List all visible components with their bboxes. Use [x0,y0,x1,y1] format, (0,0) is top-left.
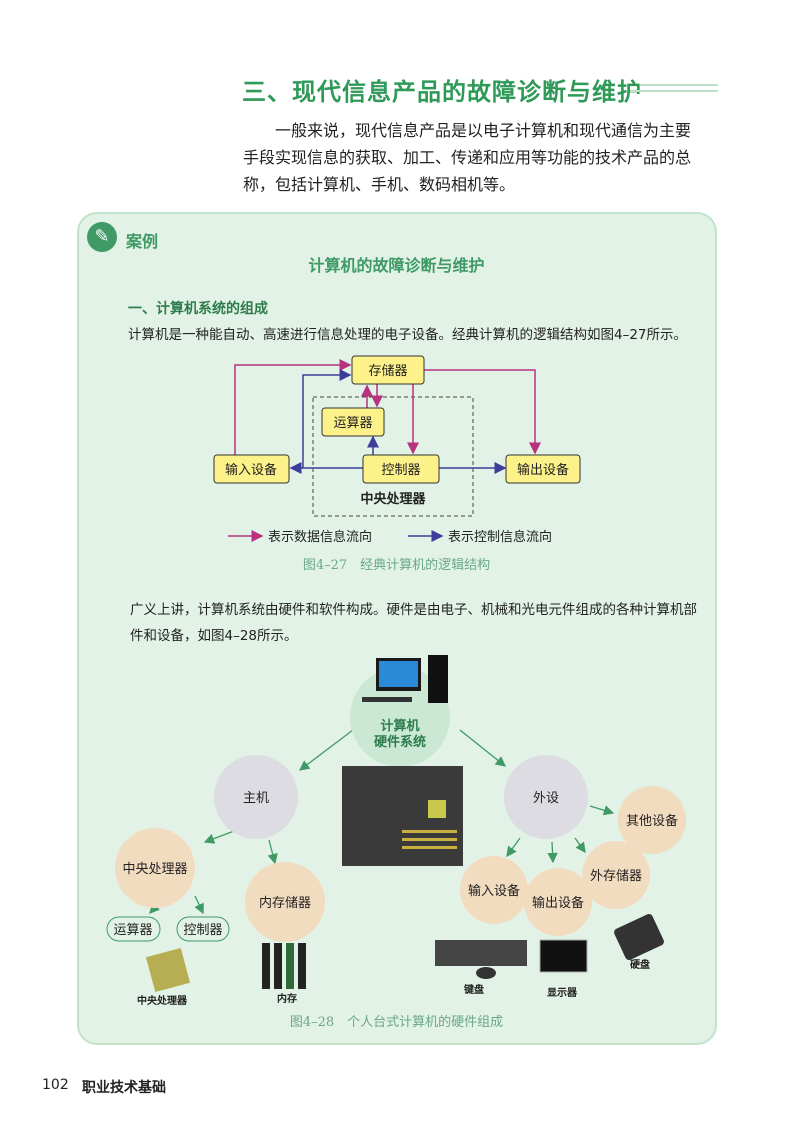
external-storage-circle [582,841,650,909]
subsection-heading: 一、计算机系统的组成 [128,301,268,317]
ram-image [262,943,306,989]
memory-box [351,355,425,385]
title-decoration [630,90,718,92]
output-node-label: 输出设备 [532,895,584,911]
legend-control-label: 表示控制信息流向 [448,529,552,545]
root-label: 计算机 [380,718,419,734]
intro-line: 手段实现信息的获取、加工、传递和应用等功能的技术产品的总 [243,148,692,167]
figure-4-27: 存储器 运算器 控制器 输入设备 输出设备 中央处理器 表示数据信息流向 表示控… [213,355,581,545]
controller-label: 控制器 [381,463,420,478]
alu-pill [106,916,161,942]
ext-storage-node-label: 外存储器 [590,869,642,884]
title-decoration [640,84,718,86]
figure-4-28: 计算机 硬件系统 主机 外设 中央处理器 内存储器 运算器 控制器 输入设备 输… [106,655,686,1007]
case-title: 计算机的故障诊断与维护 [308,256,485,275]
mouse-image [476,967,496,979]
case-label: 案例 [126,232,159,251]
alu-label: 运算器 [333,416,372,431]
cpu-label: 中央处理器 [360,491,426,507]
cpu-image-label: 中央处理器 [137,994,188,1007]
legend-data-label: 表示数据信息流向 [268,529,372,545]
paragraph-line: 件和设备，如图4–28所示。 [130,628,298,644]
paragraph: 计算机是一种能自动、高速进行信息处理的电子设备。经典计算机的逻辑结构如图4–27… [128,327,688,343]
monitor-image [539,939,588,973]
input-label: 输入设备 [225,462,277,478]
input-node-label: 输入设备 [468,883,520,899]
book-title: 职业技术基础 [82,1080,166,1096]
peripheral-circle [504,755,588,839]
data-arrow [234,359,352,455]
keyboard-image [435,940,527,966]
cpu-circle [115,828,195,908]
figure-caption: 图4–27 经典计算机的逻辑结构 [302,558,491,573]
internal-memory-circle [245,862,325,942]
paragraph: 广义上讲，计算机系统由硬件和软件构成。硬件是由电子、机械和光电元件组成的各种计算… [130,597,710,649]
other-node-label: 其他设备 [626,813,678,829]
intro-line: 称，包括计算机、手机、数码相机等。 [243,175,516,194]
host-circle [214,755,298,839]
section-title: 三、现代信息产品的故障诊断与维护 [242,78,642,106]
input-device-circle [460,856,528,924]
intro-line: 一般来说，现代信息产品是以电子计算机和现代通信为主要 [275,121,692,140]
controller-pill [176,916,230,942]
tower-icon [428,655,448,703]
root-label: 硬件系统 [374,734,426,750]
figure-caption: 图4–28 个人台式计算机的硬件组成 [289,1015,504,1030]
hdd-image-label: 硬盘 [630,958,650,971]
output-device-circle [524,868,592,936]
cpu-chip-image [145,947,191,993]
alu-node-label: 运算器 [113,923,152,938]
case-icon: ✎ [87,222,117,252]
root-circle [350,667,450,767]
cpu-dashed-boundary [312,396,474,517]
ram-image-label: 内存 [277,992,297,1005]
peripheral-label: 外设 [533,791,559,806]
keyboard-image-label: 键盘 [463,983,484,996]
data-arrow [424,369,541,455]
alu-box [321,407,385,437]
host-label: 主机 [243,791,269,806]
controller-node-label: 控制器 [183,923,222,938]
control-arrow [302,369,352,468]
memory-node-label: 内存储器 [259,895,311,911]
output-device-box [505,454,581,484]
paragraph-line: 广义上讲，计算机系统由硬件和软件构成。硬件是由电子、机械和光电元件组成的各种计算… [130,602,697,618]
input-device-box [213,454,290,484]
hdd-image [614,914,664,960]
controller-box [362,454,440,484]
monitor-image-label: 显示器 [547,987,578,999]
intro-paragraph: 一般来说，现代信息产品是以电子计算机和现代通信为主要 手段实现信息的获取、加工、… [243,117,719,198]
keyboard-icon [362,697,412,702]
page-number: 102 [42,1077,69,1093]
output-label: 输出设备 [517,462,569,478]
memory-label: 存储器 [368,364,407,379]
cpu-node-label: 中央处理器 [122,862,187,877]
other-devices-circle [618,786,686,854]
